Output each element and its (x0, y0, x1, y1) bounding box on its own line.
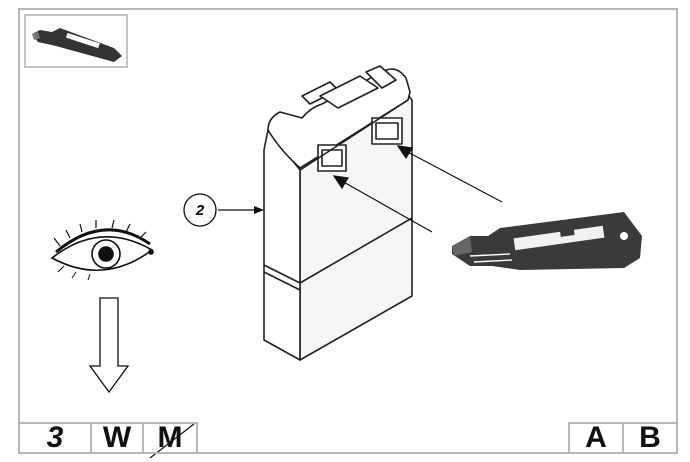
eye-icon (50, 219, 154, 281)
callout-number: 2 (195, 201, 205, 219)
label-m-crossed: M (142, 421, 198, 454)
callout-2 (183, 193, 264, 227)
label-a: A (568, 421, 624, 454)
down-arrow-icon (88, 297, 130, 394)
cutter-knife-thumbnail-icon (24, 14, 128, 68)
cutter-knife-icon (452, 212, 642, 270)
step-number-label: 3 (18, 421, 92, 454)
label-b: B (622, 421, 678, 454)
module-housing (263, 65, 413, 361)
label-w: W (90, 421, 144, 454)
pointer-arrows (332, 145, 503, 233)
